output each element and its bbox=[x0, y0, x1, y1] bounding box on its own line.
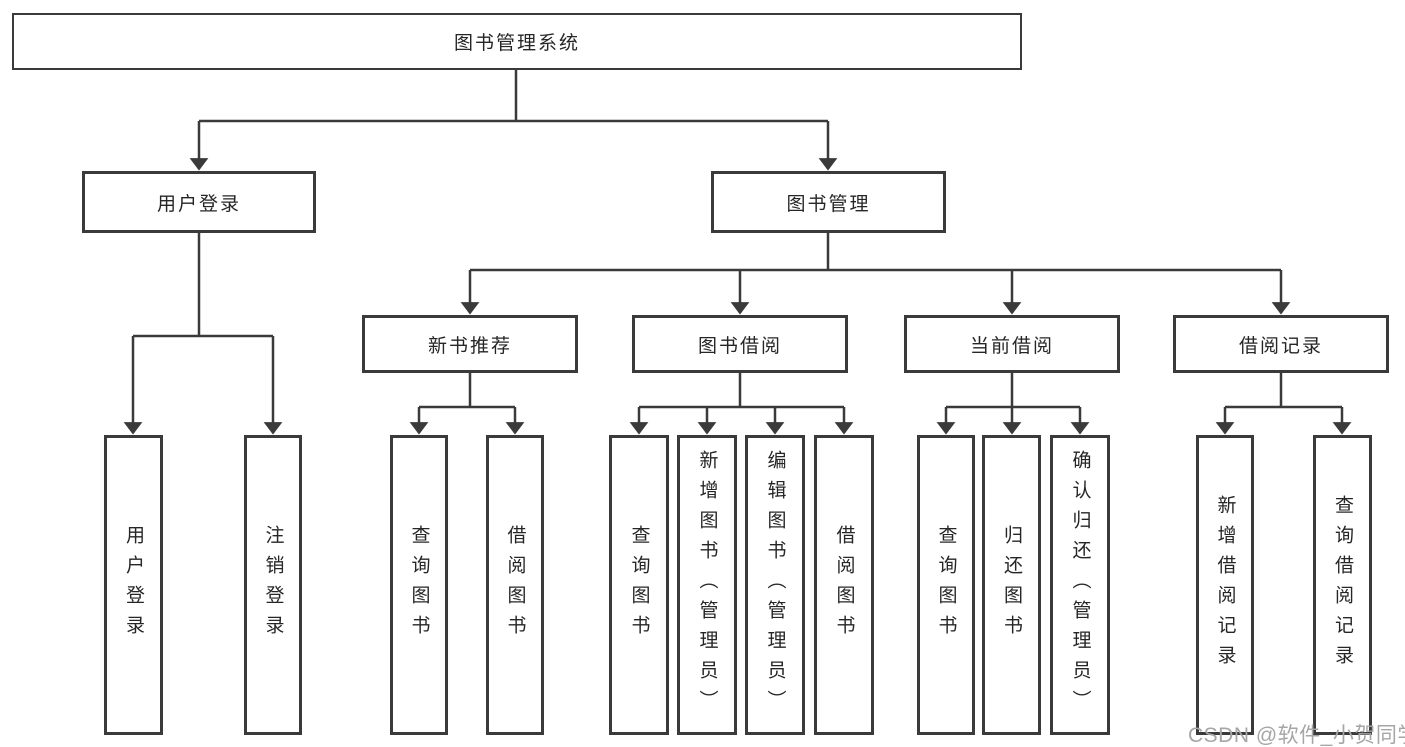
node-label: 新增借阅记录 bbox=[1214, 495, 1236, 675]
node-label: 归还图书 bbox=[1001, 525, 1022, 645]
node-query-books: 查询图书 bbox=[390, 435, 448, 735]
csdn-watermark: CSDN @软件_小贺同学 bbox=[1188, 724, 1405, 747]
node-book-borrow: 图书借阅 bbox=[632, 315, 848, 373]
node-label: 编辑图书（管理员） bbox=[764, 450, 786, 720]
node-confirm-return-admin: 确认归还（管理员） bbox=[1050, 435, 1110, 735]
node-edit-books-admin: 编辑图书（管理员） bbox=[745, 435, 805, 735]
node-user-login-action: 用户登录 bbox=[104, 435, 163, 735]
node-label: 图书借阅 bbox=[697, 335, 782, 357]
node-new-book-recommend: 新书推荐 bbox=[362, 315, 578, 373]
node-label: 用户登录 bbox=[156, 193, 241, 215]
node-label: 借阅图书 bbox=[833, 525, 855, 645]
node-library-system: 图书管理系统 bbox=[12, 13, 1022, 70]
node-query-borrow-record: 查询借阅记录 bbox=[1313, 435, 1372, 735]
node-label: 查询图书 bbox=[935, 525, 957, 645]
node-add-borrow-record: 新增借阅记录 bbox=[1196, 435, 1254, 735]
node-label: 用户登录 bbox=[123, 525, 144, 645]
node-current-borrow: 当前借阅 bbox=[904, 315, 1120, 373]
node-borrow-record: 借阅记录 bbox=[1173, 315, 1389, 373]
node-label: 查询图书 bbox=[628, 525, 650, 645]
node-borrow-books: 借阅图书 bbox=[486, 435, 544, 735]
node-query-books: 查询图书 bbox=[609, 435, 669, 735]
node-user-login: 用户登录 bbox=[82, 171, 316, 233]
node-label: 注销登录 bbox=[262, 525, 284, 645]
node-query-books: 查询图书 bbox=[917, 435, 975, 735]
node-label: 新书推荐 bbox=[427, 335, 512, 357]
node-label: 图书管理 bbox=[786, 193, 871, 215]
node-book-management: 图书管理 bbox=[711, 171, 946, 233]
node-label: 确认归还（管理员） bbox=[1069, 450, 1091, 720]
node-borrow-books: 借阅图书 bbox=[814, 435, 874, 735]
node-label: 查询借阅记录 bbox=[1332, 495, 1353, 675]
node-return-books: 归还图书 bbox=[982, 435, 1041, 735]
node-label: 借阅图书 bbox=[504, 525, 526, 645]
node-add-books-admin: 新增图书（管理员） bbox=[677, 435, 737, 735]
node-label: 图书管理系统 bbox=[453, 33, 580, 54]
node-label: 新增图书（管理员） bbox=[696, 450, 718, 720]
node-logout: 注销登录 bbox=[244, 435, 302, 735]
node-label: 查询图书 bbox=[408, 525, 430, 645]
node-label: 当前借阅 bbox=[969, 335, 1054, 357]
node-label: 借阅记录 bbox=[1238, 335, 1323, 357]
